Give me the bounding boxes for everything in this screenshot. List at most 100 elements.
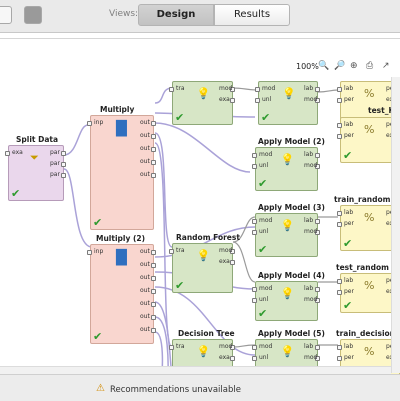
menu-dropdown-button[interactable] (0, 6, 12, 24)
output-port-label: par (50, 171, 60, 178)
design-view-button[interactable]: Design (138, 4, 214, 26)
output-port-label: out (140, 287, 150, 294)
output-port[interactable] (151, 263, 156, 268)
output-port[interactable] (315, 98, 320, 103)
input-port-label: tra (176, 247, 185, 254)
input-port[interactable] (337, 98, 342, 103)
input-port[interactable] (337, 222, 342, 227)
warning-icon: ⚠ (96, 383, 105, 394)
output-port[interactable] (151, 328, 156, 333)
output-port[interactable] (61, 173, 66, 178)
output-port[interactable] (61, 162, 66, 167)
output-port[interactable] (230, 345, 235, 350)
input-port[interactable] (337, 279, 342, 284)
operator-apply-model-2[interactable] (255, 147, 318, 191)
export-icon[interactable]: ↗ (382, 61, 390, 71)
input-port[interactable] (255, 87, 260, 92)
lightbulb-icon: 💡 (280, 153, 295, 166)
stop-button[interactable] (24, 6, 42, 24)
input-port-label: per (344, 96, 354, 103)
output-port[interactable] (230, 87, 235, 92)
output-port-label: exa (219, 354, 230, 361)
zoom-out-icon[interactable]: 🔎 (334, 61, 346, 71)
input-port[interactable] (87, 250, 92, 255)
output-port-label: per (386, 85, 396, 92)
output-port[interactable] (230, 260, 235, 265)
output-port-label: out (140, 274, 150, 281)
output-port[interactable] (151, 173, 156, 178)
input-port[interactable] (87, 121, 92, 126)
input-port[interactable] (252, 153, 257, 158)
input-port[interactable] (337, 356, 342, 361)
input-port-label: lab (344, 209, 354, 216)
input-port[interactable] (252, 219, 257, 224)
input-port[interactable] (252, 345, 257, 350)
zoom-fit-icon[interactable]: ⊕ (350, 61, 358, 71)
input-port-label: unl (259, 228, 269, 235)
output-port[interactable] (151, 289, 156, 294)
input-port[interactable] (337, 87, 342, 92)
operator-perf-2[interactable] (340, 117, 400, 163)
operator-multiply-2[interactable] (90, 244, 154, 344)
output-port[interactable] (151, 315, 156, 320)
output-port[interactable] (151, 121, 156, 126)
input-port[interactable] (169, 249, 174, 254)
output-port[interactable] (230, 356, 235, 361)
input-port[interactable] (252, 230, 257, 235)
output-port[interactable] (315, 230, 320, 235)
input-port[interactable] (337, 345, 342, 350)
input-port[interactable] (337, 211, 342, 216)
output-port[interactable] (151, 147, 156, 152)
input-port-label: unl (259, 162, 269, 169)
output-port[interactable] (151, 134, 156, 139)
status-check-icon: ✔ (93, 330, 103, 343)
input-port[interactable] (252, 298, 257, 303)
input-port[interactable] (252, 287, 257, 292)
output-port[interactable] (315, 164, 320, 169)
output-port-label: exa (219, 258, 230, 265)
output-port[interactable] (315, 298, 320, 303)
output-port[interactable] (315, 219, 320, 224)
input-port[interactable] (252, 164, 257, 169)
output-port[interactable] (151, 160, 156, 165)
output-port[interactable] (315, 153, 320, 158)
output-port[interactable] (151, 302, 156, 307)
output-port-label: mod (304, 96, 318, 103)
input-port[interactable] (255, 98, 260, 103)
print-icon[interactable]: ⎙ (366, 61, 374, 71)
output-port[interactable] (151, 250, 156, 255)
input-port[interactable] (252, 356, 257, 361)
zoom-level: 100% (296, 62, 319, 71)
output-port[interactable] (315, 87, 320, 92)
output-port[interactable] (315, 356, 320, 361)
output-port[interactable] (230, 98, 235, 103)
input-port[interactable] (337, 290, 342, 295)
operator-apply-model-3[interactable] (255, 213, 318, 257)
output-port[interactable] (315, 287, 320, 292)
output-port[interactable] (61, 151, 66, 156)
status-check-icon: ✔ (258, 307, 268, 320)
input-port-label: mod (259, 343, 273, 350)
input-port[interactable] (5, 151, 10, 156)
input-port-label: lab (344, 277, 354, 284)
output-port[interactable] (315, 345, 320, 350)
results-view-button[interactable]: Results (214, 4, 290, 26)
input-port[interactable] (169, 345, 174, 350)
toolbar: Views: Design Results (0, 0, 400, 33)
input-port[interactable] (337, 134, 342, 139)
status-check-icon: ✔ (343, 237, 353, 250)
operator-multiply[interactable] (90, 115, 154, 230)
operator-model-top[interactable] (172, 81, 233, 125)
vertical-scrollbar[interactable] (391, 77, 400, 373)
lightbulb-icon: 💡 (280, 287, 295, 300)
input-port[interactable] (337, 123, 342, 128)
output-port[interactable] (151, 276, 156, 281)
performance-icon: % (364, 211, 375, 224)
input-port[interactable] (169, 87, 174, 92)
output-port[interactable] (230, 249, 235, 254)
zoom-in-icon[interactable]: 🔍 (318, 61, 330, 71)
operator-random-forest[interactable] (172, 243, 233, 293)
operator-apply-model-top[interactable] (258, 81, 318, 125)
horizontal-scrollbar[interactable] (0, 366, 391, 374)
